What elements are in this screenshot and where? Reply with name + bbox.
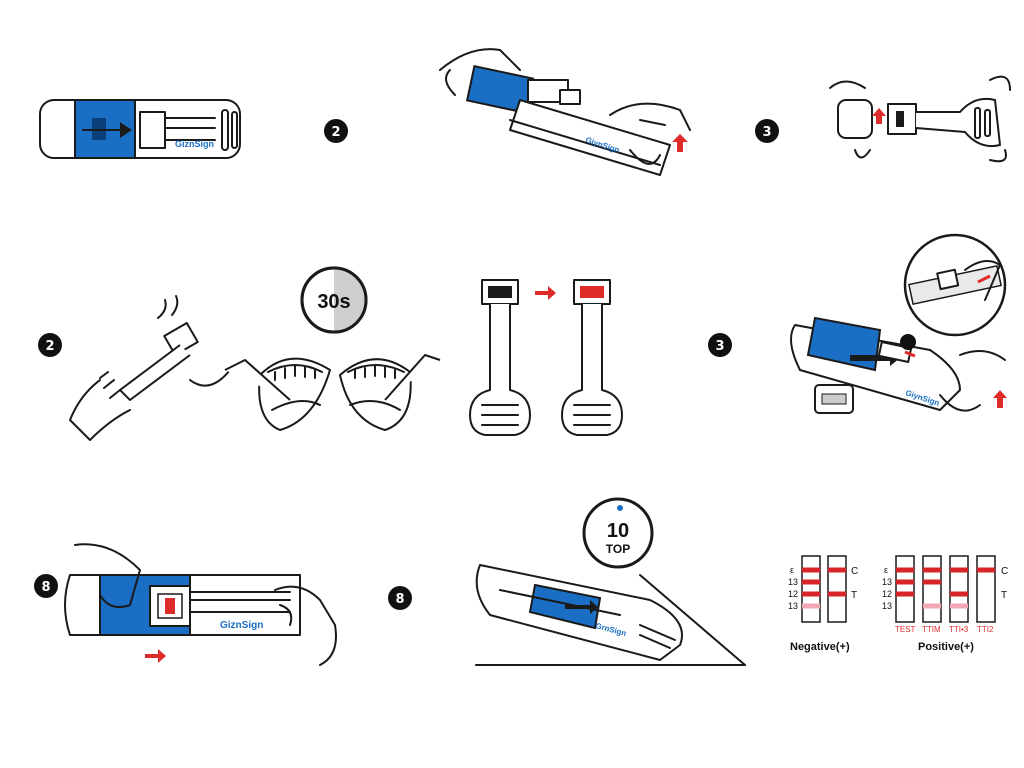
step-badge-5: 8	[34, 574, 58, 598]
step-number: 3	[715, 339, 724, 354]
neg-label-0: ε	[790, 565, 794, 575]
swab-after	[561, 279, 623, 436]
step-number: 2	[331, 125, 340, 140]
positive-label: Positive(+)	[918, 641, 974, 653]
neg-t-label: T	[851, 590, 857, 601]
panel-4-swab	[69, 295, 231, 441]
positive-caption-1: TTIM	[922, 625, 941, 634]
brand-label-1: GiznSign	[175, 139, 214, 149]
step-badge-1: 2	[324, 119, 348, 143]
step-badge-3: 2	[38, 333, 62, 357]
mouth-right	[339, 354, 441, 431]
negative-strip-2	[827, 555, 847, 623]
step-number: 8	[395, 592, 404, 607]
neg-label-1: 13	[788, 577, 798, 587]
neg-label-3: 13	[788, 601, 798, 611]
positive-caption-3: TTI2	[977, 625, 994, 634]
timer-30s-icon: 30s	[300, 266, 368, 334]
step-number: 3	[762, 125, 771, 140]
timer-number: 10	[607, 520, 629, 542]
positive-strip-4	[976, 555, 996, 623]
panel-1-cassette: GiznSign	[39, 99, 241, 159]
step-number: 2	[45, 339, 54, 354]
brand-label-4: GiznSign	[220, 620, 263, 631]
pos-c-label: C	[1001, 566, 1008, 577]
timer-unit: TOP	[606, 542, 630, 556]
panel-3-separate	[829, 75, 1011, 163]
pos-label-0: ε	[884, 565, 888, 575]
mouth-left	[224, 357, 331, 431]
timer-label: 30s	[317, 291, 350, 313]
panel-2-opening: GiynSign	[439, 48, 691, 176]
results-panel: ε 13 12 13 C T Negative(+) ε 13 12 13	[788, 555, 1008, 653]
step-badge-4: 3	[708, 333, 732, 357]
panel-7-push: GiznSign	[64, 543, 337, 666]
swab-before	[469, 279, 531, 436]
panel-6-insert: GiynSign	[790, 233, 1007, 414]
pos-label-2: 12	[882, 589, 892, 599]
positive-caption-0: TEST	[895, 625, 916, 634]
neg-label-2: 12	[788, 589, 798, 599]
neg-c-label: C	[851, 566, 858, 577]
negative-strip-1	[801, 555, 821, 623]
step-badge-6: 8	[388, 586, 412, 610]
positive-strip-2	[922, 555, 942, 623]
pos-label-1: 13	[882, 577, 892, 587]
timer-10-icon: 10 TOP	[582, 497, 654, 569]
positive-strip-1	[895, 555, 915, 623]
step-number: 8	[41, 580, 50, 595]
panel-8-wait: GrnSign	[475, 564, 746, 666]
step-badge-2: 3	[755, 119, 779, 143]
positive-strip-3	[949, 555, 969, 623]
pos-t-label: T	[1001, 590, 1007, 601]
negative-label: Negative(+)	[790, 641, 850, 653]
pos-label-3: 13	[882, 601, 892, 611]
positive-caption-2: TTI•3	[949, 625, 969, 634]
arrow-right-icon	[535, 286, 556, 300]
